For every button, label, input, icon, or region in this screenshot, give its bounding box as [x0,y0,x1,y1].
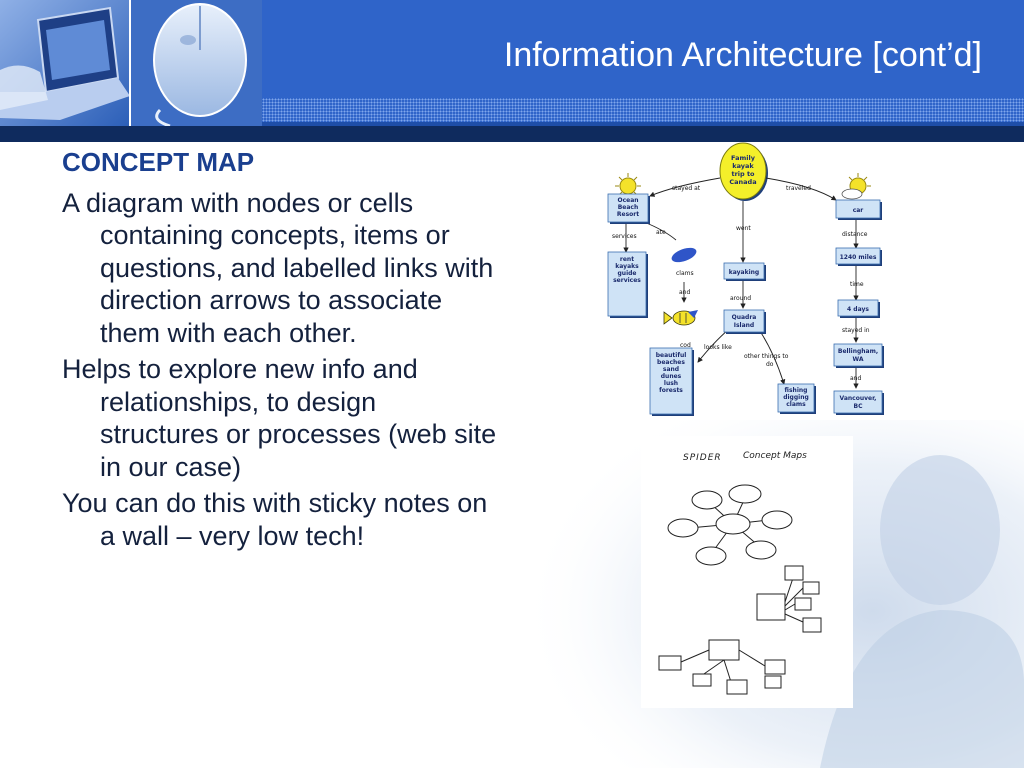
concept-node-resort: Ocean Beach Resort [607,193,650,224]
paragraph-definition: A diagram with nodes or cells containing… [62,187,494,348]
paragraph-low-tech: You can do this with sticky notes on a w… [62,488,488,551]
center-line-1: Family [731,154,756,162]
link-label-time: time [850,281,864,288]
title-bar [262,0,1024,98]
link-label-other-things-2: do [766,361,774,368]
concept-node-bellingham: Bellingham, WA [833,343,884,368]
center-line-2: kayak [732,162,754,170]
svg-text:Bellingham,: Bellingham, [838,348,878,355]
title-bar-dot-pattern [262,98,1024,122]
link-label-stayed-at: stayed at [672,185,701,192]
svg-text:dunes: dunes [661,373,682,380]
header-divider [0,126,1024,142]
svg-text:Vancouver,: Vancouver, [840,395,877,402]
svg-text:car: car [853,207,864,214]
concept-node-center: Family kayak trip to Canada [719,142,768,201]
svg-text:Resort: Resort [617,211,639,218]
link-label-distance: distance [842,231,868,238]
concept-node-days: 4 days [837,299,880,318]
concept-node-miles: 1240 miles [835,247,882,266]
section-heading: CONCEPT MAP [62,147,255,177]
svg-text:Island: Island [734,322,754,329]
link-label-around: around [730,295,751,302]
concept-node-vancouver: Vancouver, BC [833,390,884,415]
paragraph-purpose: Helps to explore new info and relationsh… [62,354,497,482]
concept-node-quadra: Quadra Island [723,309,766,334]
concept-node-kayaking: kayaking [723,262,766,281]
concept-node-fishing: fishing digging clams [777,383,816,414]
svg-text:BC: BC [854,403,864,410]
link-label-services: services [612,233,637,240]
spider-concept-map-sketch: SPIDER Concept Maps [641,436,853,708]
link-label-went: went [736,225,751,232]
svg-text:forests: forests [659,387,683,394]
svg-text:4 days: 4 days [847,306,869,313]
spider-caption-2: Concept Maps [743,451,807,461]
concept-node-rent: rent kayaks guide services [607,251,648,318]
svg-text:guide: guide [618,270,637,277]
concept-node-beaches: beautiful beaches sand dunes lush forest… [649,347,694,416]
center-line-3: trip to [731,170,755,178]
svg-text:fishing: fishing [785,387,808,394]
link-label-looks-like: looks like [704,344,732,351]
svg-text:Ocean: Ocean [617,197,638,204]
slide-title: Information Architecture [cont’d] [503,36,982,74]
concept-node-car: car [835,199,882,220]
svg-text:kayaking: kayaking [729,269,759,276]
link-label-and: and [679,289,690,296]
svg-text:beautiful: beautiful [656,352,687,359]
svg-text:digging: digging [783,394,809,401]
sun-cloud-icon [841,173,871,200]
concept-map-figure: Family kayak trip to Canada [604,142,894,418]
center-line-4: Canada [729,178,756,186]
link-label-cod: cod [680,342,691,349]
svg-text:rent: rent [620,256,634,263]
svg-text:1240 miles: 1240 miles [840,254,877,261]
svg-text:Beach: Beach [618,204,639,211]
svg-text:clams: clams [786,401,806,408]
fish-icon [663,247,698,326]
svg-text:beaches: beaches [657,359,685,366]
link-label-and-2: and [850,375,861,382]
link-label-stayed-in: stayed in [842,327,870,334]
title-bar-strip [262,122,1024,128]
svg-text:lush: lush [664,380,678,387]
link-label-other-things-1: other things to [744,353,789,360]
spider-caption-1: SPIDER [683,453,722,463]
link-label-ate: ate [656,229,666,236]
link-label-clams: clams [676,270,694,277]
body-text: CONCEPT MAP A diagram with nodes or cell… [62,146,502,556]
svg-text:WA: WA [853,356,864,363]
svg-text:kayaks: kayaks [615,263,639,270]
svg-text:Quadra: Quadra [732,314,757,321]
svg-text:sand: sand [663,366,679,373]
header-laptop-mouse-photo [0,0,262,126]
svg-text:services: services [613,277,641,284]
link-label-traveled: traveled [786,185,811,192]
